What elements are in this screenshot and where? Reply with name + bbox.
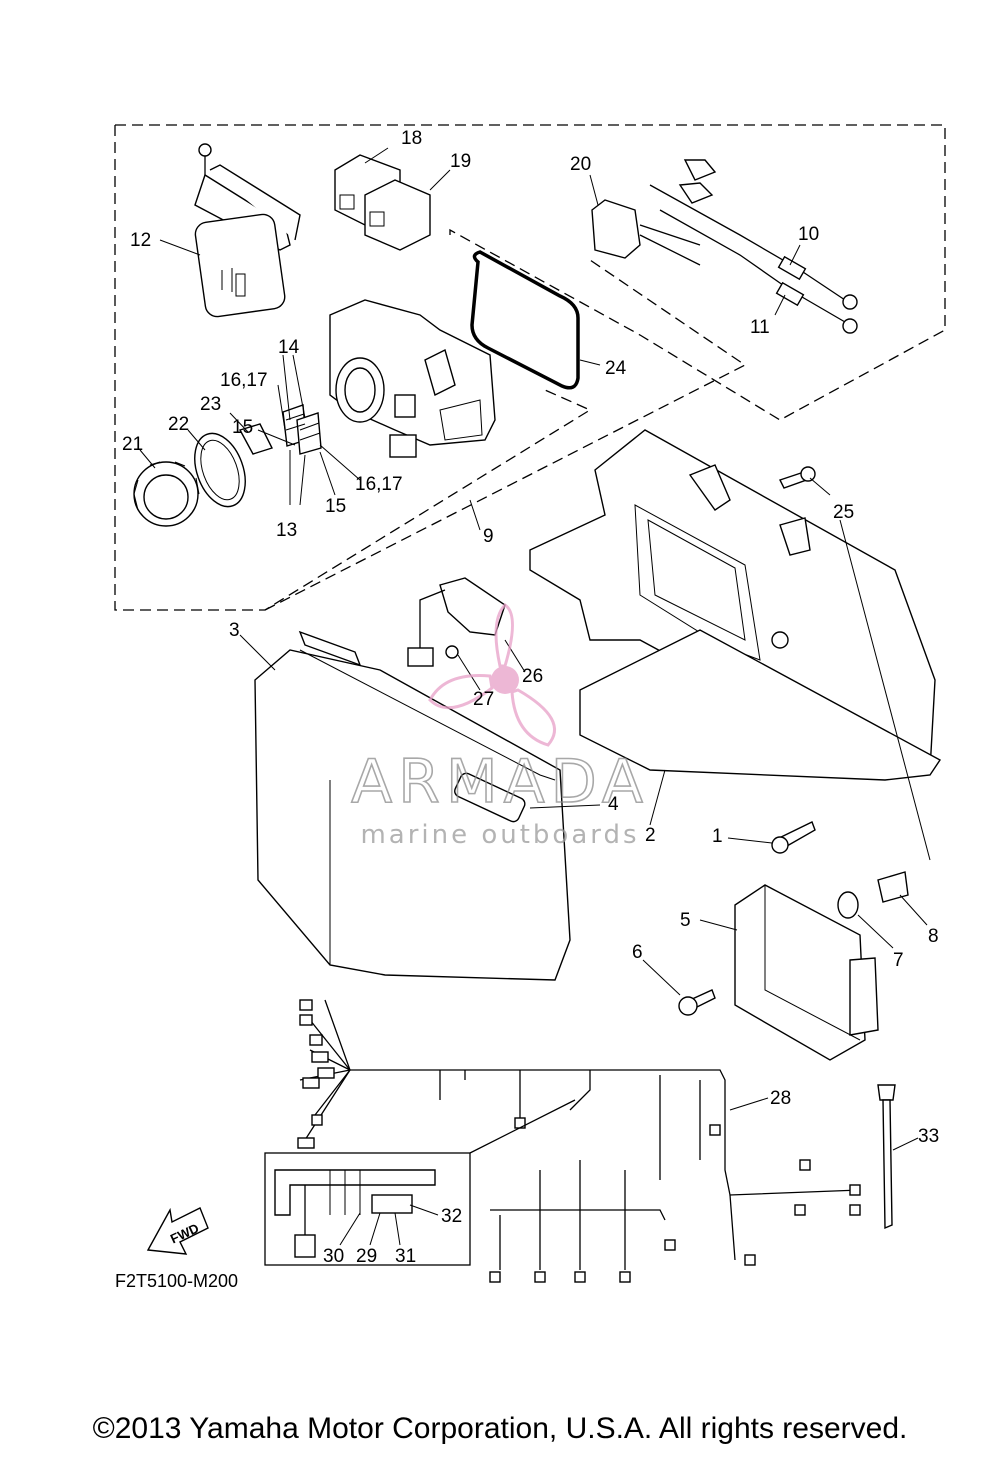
cover-housing-part [254, 630, 571, 981]
part-number-12: 12 [130, 230, 151, 251]
part-number-15-b: 15 [325, 496, 346, 517]
part-number-10: 10 [798, 224, 819, 245]
watermark-brand: ARMADA [351, 747, 649, 817]
part-number-23: 23 [200, 394, 221, 415]
part-number-labels: 18 19 20 10 12 11 14 24 16,17 23 22 15 2… [122, 128, 939, 1267]
part-number-14: 14 [278, 337, 300, 358]
part-number-15-a: 15 [232, 417, 253, 438]
part-number-5: 5 [680, 910, 691, 931]
part-number-18: 18 [401, 128, 422, 149]
o-ring-part [194, 432, 246, 508]
ecu-part [734, 884, 879, 1061]
part-number-32: 32 [441, 1206, 462, 1227]
part-number-13: 13 [276, 520, 297, 541]
part-number-20: 20 [570, 154, 591, 175]
throttle-body-part [329, 299, 496, 458]
part-number-9: 9 [483, 526, 494, 547]
part-number-31: 31 [395, 1246, 416, 1267]
sensor-bracket-part [407, 577, 506, 667]
sensor-harness-part [591, 159, 858, 334]
part-number-8: 8 [928, 926, 939, 947]
part-number-30: 30 [323, 1246, 344, 1267]
figure-code: F2T5100-M200 [115, 1271, 238, 1291]
part-number-28: 28 [770, 1088, 791, 1109]
cable-tie-part [877, 1084, 896, 1230]
watermark: ARMADA marine outboards [350, 603, 649, 850]
part-number-21: 21 [122, 434, 143, 455]
part-number-7: 7 [893, 950, 904, 971]
housing-frame-part [529, 429, 942, 781]
part-number-4: 4 [608, 794, 619, 815]
copyright-notice: ©2013 Yamaha Motor Corporation, U.S.A. A… [92, 1412, 908, 1445]
wiring-harness-part [297, 999, 861, 1283]
part-number-19: 19 [450, 151, 471, 172]
connector-block-part [238, 404, 322, 455]
part-number-29: 29 [356, 1246, 377, 1267]
knob-part [133, 461, 200, 527]
part-number-1: 1 [712, 826, 723, 847]
relay-part [334, 154, 431, 251]
assembly-boundary [114, 124, 946, 611]
part-number-22: 22 [168, 414, 189, 435]
part-number-11: 11 [750, 317, 770, 338]
part-number-6: 6 [632, 942, 643, 963]
part-number-24: 24 [605, 358, 627, 379]
part-number-27: 27 [473, 689, 494, 710]
harness-detail-inset [264, 1099, 576, 1266]
part-number-33: 33 [918, 1126, 939, 1147]
fwd-arrow: FWD [146, 1207, 209, 1255]
part-number-3: 3 [229, 620, 240, 641]
cover-bracket-part [194, 143, 301, 318]
watermark-tagline: marine outboards [360, 820, 639, 850]
gasket-part [470, 250, 580, 390]
part-number-26: 26 [522, 666, 543, 687]
leader-lines [139, 147, 931, 1246]
fasteners-part [678, 466, 909, 1016]
part-number-2: 2 [645, 825, 656, 846]
part-number-16-17-a: 16,17 [220, 370, 268, 391]
propeller-logo-icon [428, 603, 557, 747]
part-number-16-17-b: 16,17 [355, 474, 403, 495]
part-number-25: 25 [833, 502, 854, 523]
